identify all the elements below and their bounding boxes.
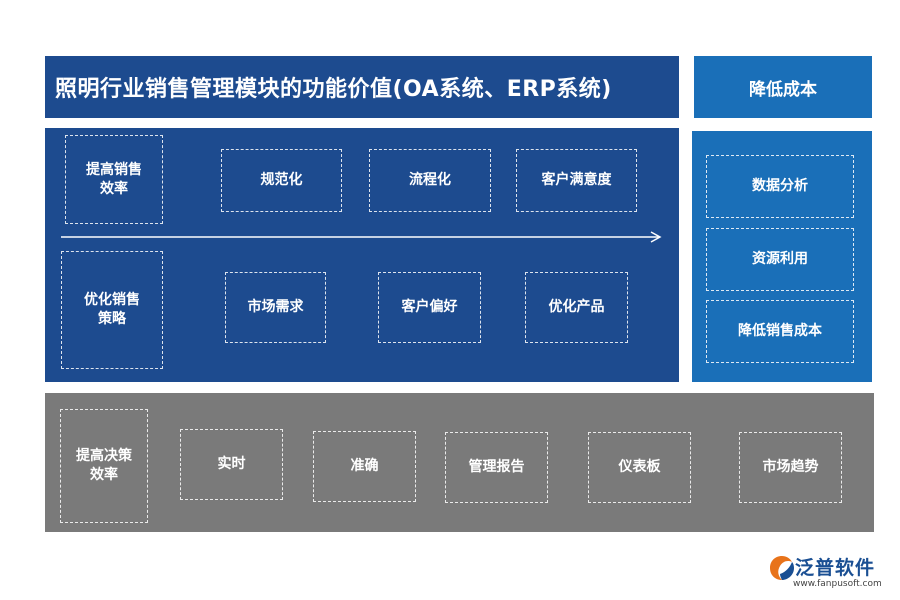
bottom-item-dashboard: 仪表板: [588, 432, 691, 503]
row1-label: 提高销售效率: [65, 135, 163, 224]
bottom-item-market-trend: 市场趋势: [739, 432, 842, 503]
fanpu-logo-icon: [770, 556, 794, 580]
row1-item-standardize: 规范化: [221, 149, 342, 212]
bottom-item-report: 管理报告: [445, 432, 548, 503]
bottom-panel: [45, 393, 874, 532]
row2-item-customer-preference: 客户偏好: [378, 272, 481, 343]
bottom-label: 提高决策效率: [60, 409, 148, 523]
logo-url: www.fanpusoft.com: [793, 579, 882, 589]
row2-label: 优化销售策略: [61, 251, 163, 369]
bottom-item-realtime: 实时: [180, 429, 283, 500]
page-title: 照明行业销售管理模块的功能价值(OA系统、ERP系统): [45, 56, 679, 118]
side-item-resource-use: 资源利用: [706, 228, 854, 291]
side-panel: [692, 131, 872, 382]
row2-item-market-demand: 市场需求: [225, 272, 326, 343]
row1-item-satisfaction: 客户满意度: [516, 149, 637, 212]
logo-name: 泛普软件: [795, 557, 876, 579]
bottom-item-accurate: 准确: [313, 431, 416, 502]
flow-arrow-icon: [61, 231, 662, 243]
side-title: 降低成本: [694, 56, 872, 118]
side-item-reduce-cost: 降低销售成本: [706, 300, 854, 363]
side-item-data-analysis: 数据分析: [706, 155, 854, 218]
main-panel: [45, 128, 679, 382]
row2-item-optimize-product: 优化产品: [525, 272, 628, 343]
row1-item-process: 流程化: [369, 149, 491, 212]
